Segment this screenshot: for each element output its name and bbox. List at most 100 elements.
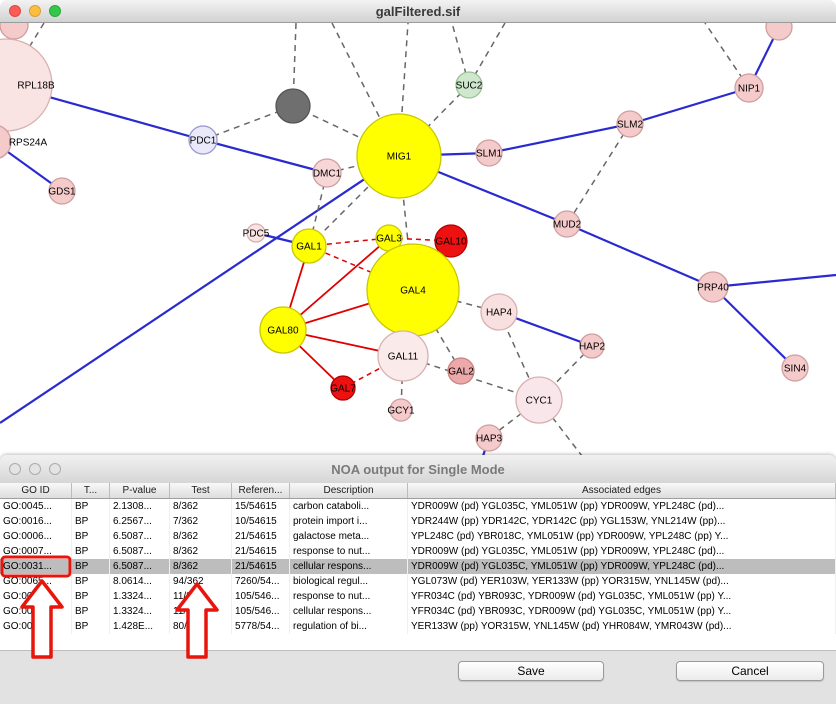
cell-edges: YFR034C (pd) YBR093C, YDR009W (pd) YGL03… [408,589,836,604]
column-header-p-value[interactable]: P-value [110,483,170,498]
graph-node-PDC5[interactable]: PDC5 [243,223,270,243]
cell-type: BP [72,559,110,574]
svg-text:DMC1: DMC1 [313,169,342,180]
svg-text:MIG1: MIG1 [387,152,412,163]
cell-p_value: 6.5087... [110,529,170,544]
svg-text:NIP1: NIP1 [738,84,761,95]
svg-text:GAL2: GAL2 [448,367,474,378]
svg-text:GDS1: GDS1 [48,187,76,198]
graph-node-HAP2[interactable]: HAP2 [579,333,606,359]
graph-node-GAL1[interactable]: GAL1 [291,228,327,264]
graph-node-CYC1[interactable]: CYC1 [515,376,563,424]
graph-node-SUC2[interactable]: SUC2 [455,71,483,99]
cell-description: response to nut... [290,589,408,604]
column-header-referen[interactable]: Referen... [232,483,290,498]
close-button[interactable] [9,463,21,475]
graph-node-DMC1[interactable]: DMC1 [312,158,342,188]
graph-node-GAL11[interactable]: GAL11 [377,330,429,382]
graph-node-SLM2[interactable]: SLM2 [616,110,644,138]
cell-test: 8/362 [170,559,232,574]
cell-p_value: 6.2567... [110,514,170,529]
cell-test: 11/362 [170,604,232,619]
graph-node-HAP3[interactable]: HAP3 [475,424,503,452]
svg-text:HAP2: HAP2 [579,342,606,353]
save-button[interactable]: Save [458,661,604,681]
graph-node-PDC1[interactable]: PDC1 [188,125,218,155]
cell-p_value: 6.5087... [110,544,170,559]
network-window-titlebar: galFiltered.sif [0,0,836,23]
cell-type: BP [72,619,110,634]
cell-test: 94/362 [170,574,232,589]
graph-edge [202,138,328,175]
graph-node-PRP40[interactable]: PRP40 [697,271,729,303]
svg-text:GAL1: GAL1 [296,242,322,253]
svg-text:GAL11: GAL11 [388,352,419,363]
cell-edges: YDR009W (pd) YGL035C, YML051W (pp) YDR00… [408,544,836,559]
column-header-go-id[interactable]: GO ID [0,483,72,498]
graph-node-NIP1[interactable]: NIP1 [734,73,764,103]
cell-reference: 21/54615 [232,529,290,544]
minimize-button[interactable] [29,5,41,17]
graph-node-GAL80[interactable]: GAL80 [259,306,307,354]
graph-node-grayn[interactable] [275,88,311,124]
cell-reference: 7260/54... [232,574,290,589]
cell-type: BP [72,529,110,544]
cell-description: biological regul... [290,574,408,589]
cell-description: carbon cataboli... [290,499,408,514]
cell-p_value: 1.3324... [110,589,170,604]
zoom-button[interactable] [49,5,61,17]
column-header-t[interactable]: T... [72,483,110,498]
graph-edge [566,123,631,225]
cell-reference: 21/54615 [232,559,290,574]
column-header-test[interactable]: Test [170,483,232,498]
noa-window-titlebar: NOA output for Single Mode [0,455,836,484]
cell-type: BP [72,499,110,514]
graph-node-MUD2[interactable]: MUD2 [553,210,582,238]
graph-node-SIN4[interactable]: SIN4 [781,354,809,382]
close-button[interactable] [9,5,21,17]
minimize-button[interactable] [29,463,41,475]
cell-go_id: GO:0031... [0,589,72,604]
cancel-button[interactable]: Cancel [676,661,824,681]
graph-node-GAL7[interactable]: GAL7 [330,375,356,401]
cell-p_value: 1.3324... [110,604,170,619]
graph-node-ntr[interactable] [765,23,793,41]
graph-node-GCY1[interactable]: GCY1 [387,398,415,422]
cell-type: BP [72,604,110,619]
cell-edges: YDR009W (pd) YGL035C, YML051W (pp) YDR00… [408,559,836,574]
cell-description: galactose meta... [290,529,408,544]
graph-node-HAP4[interactable]: HAP4 [480,293,518,331]
column-header-description[interactable]: Description [290,483,408,498]
graph-node-RPS24A[interactable]: RPS24A [0,125,48,159]
svg-text:HAP4: HAP4 [486,308,513,319]
svg-text:RPS24A: RPS24A [9,138,48,149]
graph-node-RPL18B[interactable]: RPL18B [0,38,55,132]
graph-node-nA[interactable] [0,23,29,40]
graph-node-GAL4[interactable]: GAL4 [366,243,460,337]
cell-test: 80/362 [170,619,232,634]
graph-node-GAL10[interactable]: GAL10 [434,224,468,258]
column-header-associated-edges[interactable]: Associated edges [408,483,836,498]
network-window-title: galFiltered.sif [375,3,461,19]
graph-node-GAL2[interactable]: GAL2 [447,357,475,385]
graph-node-SLM1[interactable]: SLM1 [475,139,503,167]
graph-node-GDS1[interactable]: GDS1 [48,177,76,205]
graph-node-MIG1[interactable]: MIG1 [356,113,442,199]
cell-test: 11/362 [170,589,232,604]
cell-p_value: 1.428E... [110,619,170,634]
zoom-button[interactable] [49,463,61,475]
